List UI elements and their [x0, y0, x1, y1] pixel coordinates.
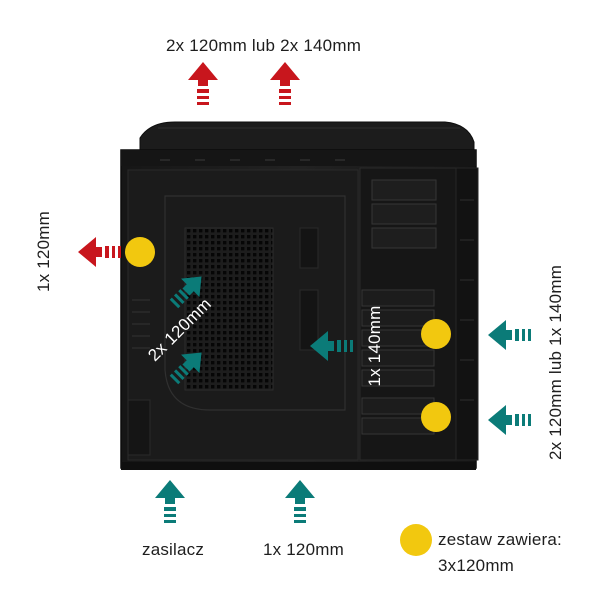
- computer-case: [120, 121, 479, 470]
- top-exhaust-arrow-1: [188, 62, 218, 105]
- label-top-exhaust: 2x 120mm lub 2x 140mm: [166, 36, 362, 55]
- label-bottom-psu: zasilacz: [142, 540, 205, 559]
- side-intake-arrow-lower: [169, 352, 202, 385]
- rear-exhaust-arrow: [78, 237, 121, 267]
- fan-marker-rear: [125, 237, 155, 267]
- label-bottom-fan: 1x 120mm: [263, 540, 344, 559]
- inner-airflow-arrow: [310, 331, 353, 361]
- legend-line-1: zestaw zawiera:: [438, 530, 562, 549]
- fan-marker-front-upper: [421, 319, 451, 349]
- bottom-psu-intake-arrow: [155, 480, 185, 523]
- bottom-fan-intake-arrow: [285, 480, 315, 523]
- label-rear-exhaust: 1x 120mm: [34, 211, 53, 292]
- side-intake-arrow-upper: [169, 276, 202, 309]
- legend-line-2: 3x120mm: [438, 556, 515, 575]
- fan-marker-legend-icon: [400, 524, 432, 556]
- front-intake-arrow-upper: [488, 320, 531, 350]
- front-intake-arrow-lower: [488, 405, 531, 435]
- fan-marker-front-lower: [421, 402, 451, 432]
- label-front-intake: 2x 120mm lub 1x 140mm: [546, 264, 565, 460]
- label-mid-inner: 1x 140mm: [365, 305, 384, 387]
- top-exhaust-arrow-2: [270, 62, 300, 105]
